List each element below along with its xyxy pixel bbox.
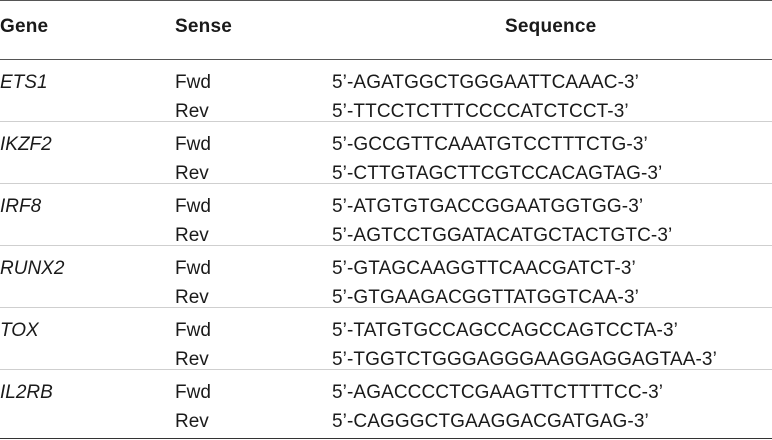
header-sense: Sense xyxy=(175,16,232,37)
sequence-fwd: 5’-ATGTGTGACCGGAATGGTGG-3’ xyxy=(332,196,644,217)
sense-rev: Rev xyxy=(175,287,209,308)
sequence-rev: 5’-AGTCCTGGATACATGCTACTGTC-3’ xyxy=(332,225,673,246)
row-divider xyxy=(0,369,772,370)
sequence-fwd: 5’-TATGTGCCAGCCAGCCAGTCCTA-3’ xyxy=(332,320,678,341)
row-divider xyxy=(0,183,772,184)
table-row: RUNX2 Fwd 5’-GTAGCAAGGTTCAACGATCT-3’ Rev… xyxy=(0,246,772,308)
sequence-rev: 5’-TGGTCTGGGAGGGAAGGAGGAGTAA-3’ xyxy=(332,349,717,370)
sense-fwd: Fwd xyxy=(175,72,211,93)
gene-name: IL2RB xyxy=(0,382,53,403)
gene-name: RUNX2 xyxy=(0,258,65,279)
sequence-rev: 5’-GTGAAGACGGTTATGGTCAA-3’ xyxy=(332,287,639,308)
header-sequence: Sequence xyxy=(505,16,597,37)
gene-name: ETS1 xyxy=(0,72,48,93)
table-header-row: Gene Sense Sequence xyxy=(0,0,772,59)
sequence-fwd: 5’-GCCGTTCAAATGTCCTTTCTG-3’ xyxy=(332,134,648,155)
sense-rev: Rev xyxy=(175,101,209,122)
sense-fwd: Fwd xyxy=(175,382,211,403)
sense-rev: Rev xyxy=(175,163,209,184)
sense-fwd: Fwd xyxy=(175,134,211,155)
table-top-rule xyxy=(0,0,772,1)
table-row: IKZF2 Fwd 5’-GCCGTTCAAATGTCCTTTCTG-3’ Re… xyxy=(0,122,772,184)
row-divider xyxy=(0,245,772,246)
sense-rev: Rev xyxy=(175,225,209,246)
row-divider xyxy=(0,121,772,122)
sense-fwd: Fwd xyxy=(175,320,211,341)
row-divider xyxy=(0,307,772,308)
table-row: ETS1 Fwd 5’-AGATGGCTGGGAATTCAAAC-3’ Rev … xyxy=(0,60,772,122)
sense-fwd: Fwd xyxy=(175,196,211,217)
gene-name: TOX xyxy=(0,320,39,341)
sequence-fwd: 5’-GTAGCAAGGTTCAACGATCT-3’ xyxy=(332,258,636,279)
sequence-fwd: 5’-AGATGGCTGGGAATTCAAAC-3’ xyxy=(332,72,639,93)
table-row: IRF8 Fwd 5’-ATGTGTGACCGGAATGGTGG-3’ Rev … xyxy=(0,184,772,246)
gene-name: IKZF2 xyxy=(0,134,52,155)
gene-name: IRF8 xyxy=(0,196,42,217)
sequence-rev: 5’-CTTGTAGCTTCGTCCACAGTAG-3’ xyxy=(332,163,663,184)
table-row: IL2RB Fwd 5’-AGACCCCTCGAAGTTCTTTTCC-3’ R… xyxy=(0,370,772,432)
sense-fwd: Fwd xyxy=(175,258,211,279)
table-bottom-rule xyxy=(0,438,772,439)
sense-rev: Rev xyxy=(175,411,209,432)
header-divider xyxy=(0,59,772,60)
sequence-fwd: 5’-AGACCCCTCGAAGTTCTTTTCC-3’ xyxy=(332,382,664,403)
sequence-rev: 5’-TTCCTCTTTCCCCATCTCCT-3’ xyxy=(332,101,629,122)
header-gene: Gene xyxy=(0,16,49,37)
table-row: TOX Fwd 5’-TATGTGCCAGCCAGCCAGTCCTA-3’ Re… xyxy=(0,308,772,370)
sense-rev: Rev xyxy=(175,349,209,370)
sequence-rev: 5’-CAGGGCTGAAGGACGATGAG-3’ xyxy=(332,411,649,432)
